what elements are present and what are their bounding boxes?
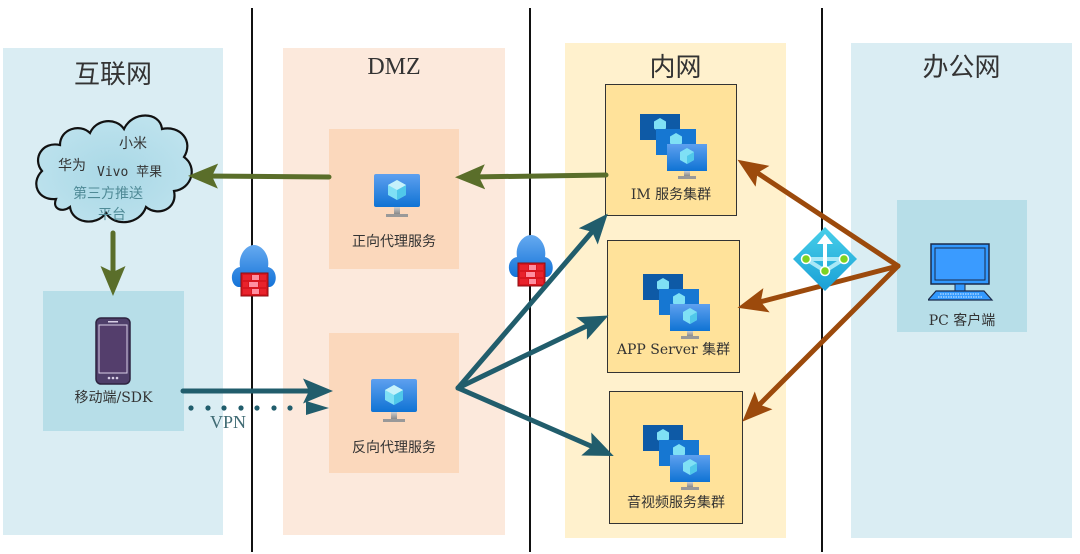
load-balancer-icon	[793, 227, 857, 291]
forward-proxy-vm-icon	[374, 174, 420, 217]
forward-proxy-label: 正向代理服务	[352, 234, 436, 250]
desktop-computer-icon	[928, 243, 994, 301]
firewall-icon-dmz-intranet	[508, 235, 553, 287]
cloud-text-platform: 平台	[98, 207, 126, 223]
vpn-label: VPN	[210, 412, 247, 432]
push-platform-cloud-icon	[35, 114, 193, 224]
im-cluster-vm-icon	[640, 114, 707, 179]
av-cluster-label: 音视频服务集群	[627, 495, 725, 511]
cloud-text-huawei: 华为	[58, 158, 86, 174]
app-cluster-vm-icon	[643, 274, 710, 339]
app-cluster-label: APP Server 集群	[616, 342, 731, 358]
mobile-label: 移动端/SDK	[74, 390, 153, 406]
cloud-text-xiaomi: 小米	[119, 136, 147, 152]
cloud-text-push: 第三方推送	[73, 186, 143, 202]
pc-client-label: PC 客户端	[928, 313, 996, 329]
zone-dmz-title: DMZ	[367, 54, 421, 80]
zone-office-title: 办公网	[922, 53, 1001, 83]
zone-intranet-title: 内网	[649, 53, 702, 83]
reverse-proxy-label: 反向代理服务	[352, 440, 436, 456]
zone-internet-title: 互联网	[73, 60, 152, 90]
av-cluster-vm-icon	[643, 425, 710, 490]
firewall-icon-internet-dmz	[231, 245, 276, 297]
reverse-proxy-vm-icon	[371, 379, 417, 422]
smartphone-icon	[95, 317, 131, 385]
cloud-text-vivo-apple: Vivo 苹果	[97, 165, 163, 180]
im-cluster-label: IM 服务集群	[630, 187, 712, 203]
